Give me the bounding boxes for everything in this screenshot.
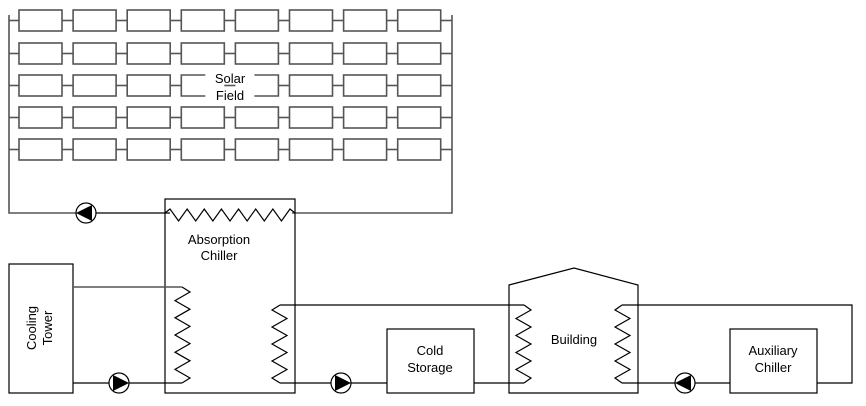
solar-panel — [18, 138, 63, 161]
solar-panel — [396, 42, 442, 65]
solar-panel — [288, 106, 334, 129]
cooling-tower-pump-icon — [108, 372, 130, 394]
solar-field-label-1: Solar — [215, 71, 246, 86]
building-outline — [508, 267, 639, 394]
solar-panel — [180, 106, 226, 129]
solar-panel — [126, 42, 171, 65]
solar-panel — [234, 42, 280, 65]
solar-panel — [180, 42, 226, 65]
solar-panel — [288, 9, 334, 32]
solar-panel — [396, 74, 442, 97]
pump-arrow — [76, 205, 92, 221]
building-coil-left-icon — [514, 304, 533, 384]
solar-panel — [342, 9, 388, 32]
solar-panel — [342, 42, 388, 65]
auxiliary-loop-pump-icon — [674, 372, 696, 394]
solar-loop-pump-icon — [75, 202, 97, 224]
solar-panel — [72, 138, 117, 161]
solar-panel — [72, 9, 117, 32]
solar-panel — [234, 138, 280, 161]
solar-panel — [396, 106, 442, 129]
solar-panel — [18, 106, 63, 129]
building-label: Building — [551, 332, 597, 347]
solar-panel — [342, 106, 388, 129]
pump-arrow — [675, 375, 691, 391]
solar-panel — [72, 106, 117, 129]
condenser-coil-icon — [173, 286, 192, 384]
evaporator-coil-icon — [270, 304, 289, 384]
pump-arrow — [335, 375, 351, 391]
solar-panel — [72, 74, 117, 97]
solar-field — [9, 9, 452, 161]
solar-panel — [18, 9, 63, 32]
solar-panel — [396, 9, 442, 32]
pump-arrow — [113, 375, 129, 391]
solar-panel — [180, 138, 226, 161]
chilled-water-pump-icon — [330, 372, 352, 394]
absorption-chiller-box — [164, 198, 296, 394]
solar-panel — [396, 138, 442, 161]
cooling-tower-label-1: Cooling — [24, 306, 39, 350]
solar-panel — [180, 9, 226, 32]
cooling-tower-label-2: Tower — [40, 310, 55, 345]
auxiliary-chiller-label-1: Auxiliary — [748, 343, 798, 358]
solar-panel — [234, 9, 280, 32]
absorption-chiller-label-2: Chiller — [201, 248, 239, 263]
solar-loop-pipe — [8, 15, 76, 214]
solar-panel — [288, 74, 334, 97]
cold-storage-label-1: Cold — [417, 343, 444, 358]
solar-panel — [126, 138, 171, 161]
solar-panel — [342, 138, 388, 161]
solar-panel — [126, 9, 171, 32]
solar-panel — [126, 106, 171, 129]
solar-loop-pipe-right — [292, 15, 453, 214]
cold-storage-box — [386, 328, 475, 394]
solar-panel — [234, 106, 280, 129]
solar-panel — [254, 74, 280, 97]
auxiliary-chiller-box — [729, 328, 818, 394]
solar-panel — [18, 74, 63, 97]
cooling-tower-box — [8, 263, 74, 394]
solar-field-label-2: Field — [216, 88, 244, 103]
generator-coil-icon — [164, 207, 296, 223]
solar-panel — [342, 74, 388, 97]
solar-panel — [18, 42, 63, 65]
auxiliary-pipe-top — [622, 304, 853, 384]
solar-panel — [180, 74, 206, 97]
absorption-chiller-label-1: Absorption — [188, 232, 250, 247]
building-coil-right-icon — [613, 304, 632, 384]
solar-panel — [288, 138, 334, 161]
solar-panel — [126, 74, 171, 97]
solar-panel — [72, 42, 117, 65]
solar-panel — [288, 42, 334, 65]
auxiliary-chiller-label-2: Chiller — [755, 360, 793, 375]
cold-storage-label-2: Storage — [407, 360, 453, 375]
